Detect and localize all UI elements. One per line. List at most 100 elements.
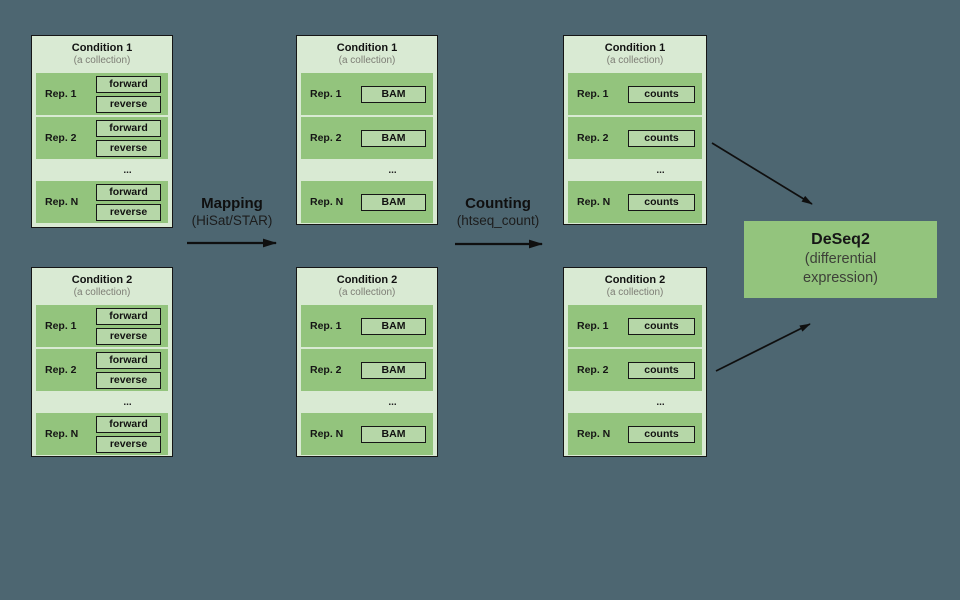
dataset-chip: BAM: [361, 317, 426, 335]
collection-subtitle: (a collection): [338, 55, 396, 66]
collection-header: Condition 1 (a collection): [568, 36, 702, 73]
replicate-label: Rep. N: [45, 196, 79, 208]
counts-to-deseq2-arrow-bottom: [715, 323, 811, 372]
replicate-label: Rep. 2: [310, 132, 342, 144]
replicate-label: Rep. 1: [310, 320, 342, 332]
ellipsis: ...: [123, 164, 132, 176]
deseq2-title: DeSeq2: [811, 231, 870, 249]
replicate-row: Rep. 1 forward reverse: [36, 305, 168, 347]
dataset-chip: reverse: [96, 203, 161, 221]
replicate-row: Rep. 2 forward reverse: [36, 117, 168, 159]
counts-to-deseq2-arrow-top: [711, 142, 813, 205]
replicate-row: Rep. N forward reverse: [36, 413, 168, 455]
replicate-row: Rep. N forward reverse: [36, 181, 168, 223]
dataset-chip: counts: [628, 85, 695, 103]
collection-condition1-reads: Condition 1 (a collection) Rep. 1 forwar…: [31, 35, 173, 228]
replicate-row: Rep. 1 counts: [568, 305, 702, 347]
step-title: Mapping: [201, 195, 263, 212]
replicate-label: Rep. N: [577, 428, 611, 440]
collection-subtitle: (a collection): [73, 55, 131, 66]
replicate-label: Rep. N: [310, 428, 344, 440]
dataset-chip: counts: [628, 425, 695, 443]
step-subtitle: (HiSat/STAR): [191, 213, 273, 228]
step-label-counting: Counting (htseq_count): [428, 195, 568, 228]
replicate-row: Rep. 2 forward reverse: [36, 349, 168, 391]
dataset-chip: counts: [628, 361, 695, 379]
replicate-label: Rep. 2: [577, 132, 609, 144]
replicate-row: Rep. N BAM: [301, 413, 433, 455]
collection-title: Condition 2: [336, 274, 398, 286]
dataset-chip: forward: [96, 351, 161, 369]
collection-condition2-bam: Condition 2 (a collection) Rep. 1 BAM Re…: [296, 267, 438, 457]
dataset-chip: forward: [96, 75, 161, 93]
collection-condition2-counts: Condition 2 (a collection) Rep. 1 counts…: [563, 267, 707, 457]
ellipsis: ...: [388, 164, 397, 176]
replicate-row: Rep. 2 counts: [568, 117, 702, 159]
replicate-row: Rep. N BAM: [301, 181, 433, 223]
collection-condition2-reads: Condition 2 (a collection) Rep. 1 forwar…: [31, 267, 173, 457]
dataset-chip: forward: [96, 307, 161, 325]
dataset-chip: BAM: [361, 193, 426, 211]
dataset-chip: BAM: [361, 129, 426, 147]
collection-condition1-counts: Condition 1 (a collection) Rep. 1 counts…: [563, 35, 707, 225]
collection-header: Condition 2 (a collection): [568, 268, 702, 305]
step-subtitle: (htseq_count): [456, 213, 540, 228]
dataset-chip: BAM: [361, 425, 426, 443]
replicate-row: Rep. 2 BAM: [301, 349, 433, 391]
dataset-chip: forward: [96, 183, 161, 201]
step-title: Counting: [465, 195, 531, 212]
collection-header: Condition 1 (a collection): [36, 36, 168, 73]
dataset-chip: counts: [628, 317, 695, 335]
ellipsis: ...: [388, 396, 397, 408]
collection-subtitle: (a collection): [606, 287, 664, 298]
replicate-label: Rep. N: [577, 196, 611, 208]
dataset-chip: reverse: [96, 139, 161, 157]
dataset-chip: counts: [628, 129, 695, 147]
dataset-chip: BAM: [361, 361, 426, 379]
collection-title: Condition 2: [71, 274, 133, 286]
replicate-row: Rep. 2 counts: [568, 349, 702, 391]
deseq2-box: DeSeq2 (differential expression): [744, 221, 937, 298]
replicate-row: Rep. 1 counts: [568, 73, 702, 115]
replicate-row: Rep. N counts: [568, 413, 702, 455]
replicate-label: Rep. N: [310, 196, 344, 208]
collection-header: Condition 1 (a collection): [301, 36, 433, 73]
step-label-mapping: Mapping (HiSat/STAR): [162, 195, 302, 228]
deseq2-subtitle: (differential expression): [803, 251, 878, 286]
collection-subtitle: (a collection): [73, 287, 131, 298]
replicate-label: Rep. 2: [310, 364, 342, 376]
collection-condition1-bam: Condition 1 (a collection) Rep. 1 BAM Re…: [296, 35, 438, 225]
replicate-row: Rep. N counts: [568, 181, 702, 223]
collection-header: Condition 2 (a collection): [301, 268, 433, 305]
replicate-label: Rep. 1: [577, 88, 609, 100]
replicate-label: Rep. 1: [577, 320, 609, 332]
collection-header: Condition 2 (a collection): [36, 268, 168, 305]
replicate-label: Rep. 2: [45, 364, 77, 376]
ellipsis: ...: [656, 396, 665, 408]
dataset-chip: reverse: [96, 95, 161, 113]
replicate-label: Rep. 1: [45, 320, 77, 332]
collection-title: Condition 2: [604, 274, 666, 286]
dataset-chip: BAM: [361, 85, 426, 103]
replicate-label: Rep. N: [45, 428, 79, 440]
dataset-chip: reverse: [96, 435, 161, 453]
collection-title: Condition 1: [71, 42, 133, 54]
ellipsis: ...: [656, 164, 665, 176]
replicate-row: Rep. 1 BAM: [301, 73, 433, 115]
dataset-chip: reverse: [96, 327, 161, 345]
dataset-chip: reverse: [96, 371, 161, 389]
collection-title: Condition 1: [604, 42, 666, 54]
collection-subtitle: (a collection): [338, 287, 396, 298]
replicate-label: Rep. 2: [577, 364, 609, 376]
replicate-row: Rep. 2 BAM: [301, 117, 433, 159]
replicate-row: Rep. 1 forward reverse: [36, 73, 168, 115]
dataset-chip: forward: [96, 119, 161, 137]
collection-title: Condition 1: [336, 42, 398, 54]
replicate-label: Rep. 2: [45, 132, 77, 144]
dataset-chip: forward: [96, 415, 161, 433]
replicate-label: Rep. 1: [310, 88, 342, 100]
ellipsis: ...: [123, 396, 132, 408]
collection-subtitle: (a collection): [606, 55, 664, 66]
dataset-chip: counts: [628, 193, 695, 211]
replicate-label: Rep. 1: [45, 88, 77, 100]
